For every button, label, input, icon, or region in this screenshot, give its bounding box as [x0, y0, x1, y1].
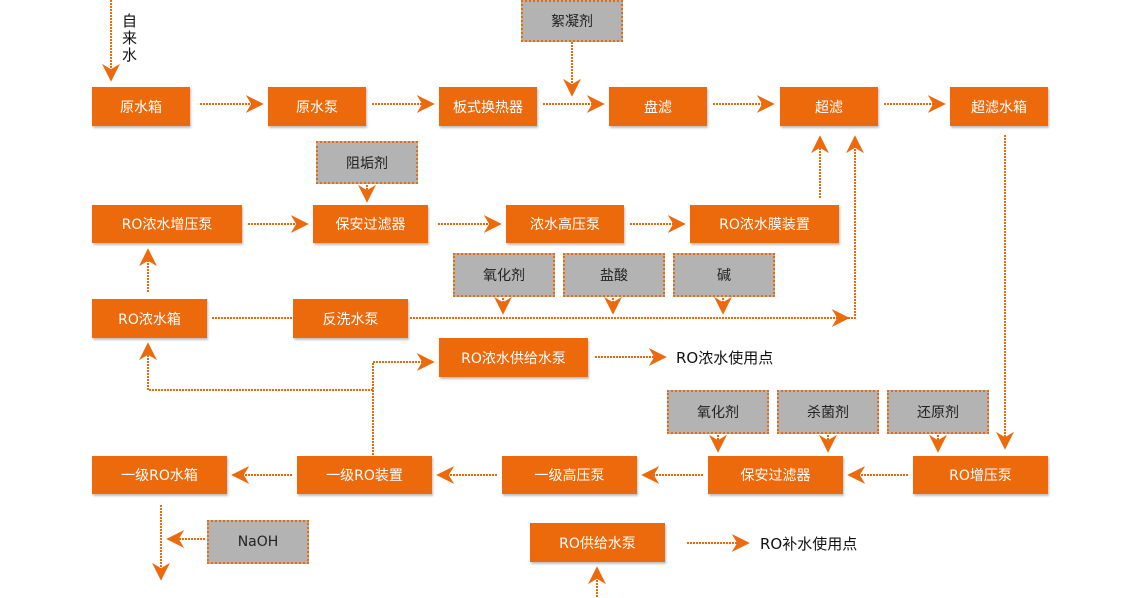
plate-heat-exchanger: 板式换热器: [439, 87, 537, 126]
hcl-dosing: 盐酸: [563, 253, 665, 297]
ro-concentrate-use-point: RO浓水使用点: [676, 349, 774, 367]
flocculant-dosing: 絮凝剂: [521, 0, 623, 42]
naoh-dosing: NaOH: [207, 520, 309, 564]
ultrafiltration: 超滤: [780, 87, 878, 126]
ro-concentrate-tank: RO浓水箱: [92, 299, 207, 338]
stage1-hp-pump: 一级高压泵: [502, 456, 637, 494]
alkali-dosing: 碱: [673, 253, 775, 297]
ro-makeup-use-point: RO补水使用点: [760, 535, 858, 553]
tap-water-label: 自来水: [122, 12, 138, 64]
oxidant-dosing-1: 氧化剂: [453, 253, 555, 297]
ro-concentrate-supply-pump: RO浓水供给水泵: [439, 338, 588, 377]
disc-filter: 盘滤: [609, 87, 707, 126]
ro-booster-pump: RO增压泵: [913, 456, 1048, 494]
concentrate-hp-pump: 浓水高压泵: [506, 205, 624, 243]
security-filter-1: 保安过滤器: [313, 205, 428, 243]
ro-concentrate-membrane-unit: RO浓水膜装置: [690, 205, 839, 243]
security-filter-2: 保安过滤器: [708, 456, 843, 494]
stage1-ro-unit: 一级RO装置: [297, 456, 432, 494]
ro-concentrate-booster-pump: RO浓水增压泵: [92, 205, 242, 243]
ro-supply-pump: RO供给水泵: [530, 523, 665, 562]
uf-water-tank: 超滤水箱: [950, 87, 1048, 126]
raw-water-tank: 原水箱: [92, 87, 190, 126]
stage1-ro-tank: 一级RO水箱: [92, 456, 227, 494]
reductant-dosing: 还原剂: [887, 390, 989, 434]
oxidant-dosing-2: 氧化剂: [667, 390, 769, 434]
antiscalant-dosing: 阻垢剂: [316, 141, 418, 184]
raw-water-pump: 原水泵: [268, 87, 366, 126]
backwash-pump: 反洗水泵: [293, 299, 408, 338]
biocide-dosing: 杀菌剂: [777, 390, 879, 434]
